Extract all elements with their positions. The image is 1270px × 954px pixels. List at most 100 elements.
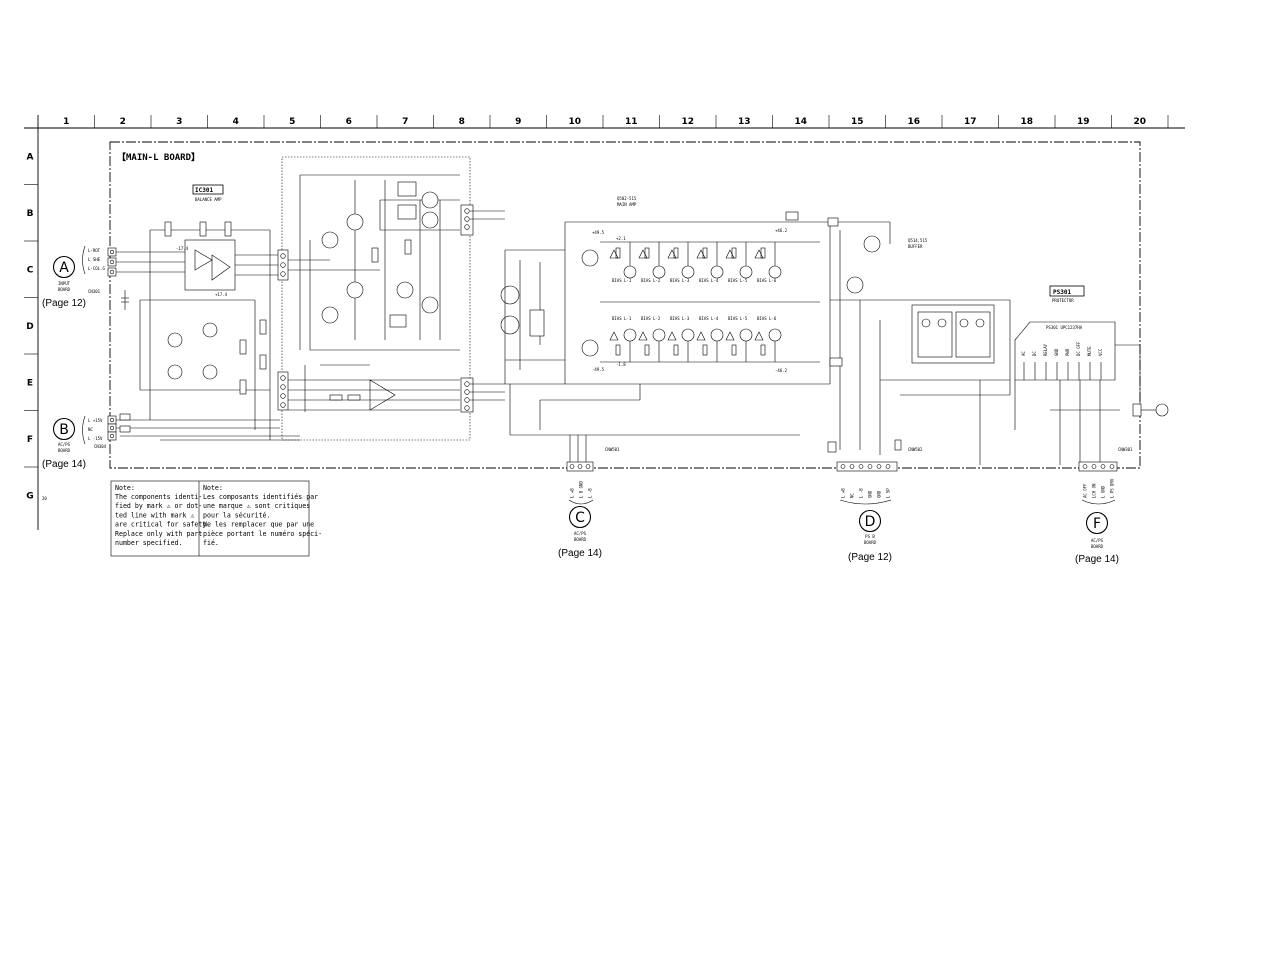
- note-fr-line: Les composants identifiés par: [203, 493, 318, 501]
- grid-col-label: 11: [625, 117, 638, 127]
- voltage-label: -17.4: [176, 246, 189, 251]
- grid-col-label: 19: [1077, 117, 1090, 127]
- grid-col-label: 12: [681, 117, 694, 127]
- voltage-label: -1.8: [616, 362, 626, 367]
- note-fr-line: fié.: [203, 539, 219, 547]
- grid-col-label: 1: [63, 117, 69, 127]
- bias-label-lower: BIAS L-5: [728, 316, 748, 321]
- connector-circle: [52, 417, 76, 441]
- voltage-label: +49.5: [592, 230, 605, 235]
- ps301-pin-label: VCC: [1098, 348, 1103, 356]
- connector-circle: [568, 505, 592, 529]
- bias-label: BIAS L-1: [612, 278, 632, 283]
- ps301-pin-label: DC: [1032, 351, 1037, 356]
- safety-dotted-region: [281, 156, 471, 441]
- board-outline: [109, 141, 1141, 469]
- bias-label: BIAS L-2: [641, 278, 661, 283]
- grid-col-label: 4: [233, 117, 239, 127]
- connector-pin-label: GND: [868, 490, 873, 498]
- bias-label: BIAS L-4: [699, 278, 719, 283]
- q514-desc: BUFFER: [908, 244, 923, 249]
- connector-pin-label: NC: [850, 493, 855, 498]
- bottom-pin-headers: [566, 461, 1118, 472]
- connector-letter: A: [59, 260, 69, 276]
- voltage-label: +17.4: [215, 292, 228, 297]
- ic301-block: IC301 BALANCE AMP: [184, 184, 236, 291]
- grid-row-label: C: [27, 265, 34, 275]
- bias-label-lower: BIAS L-4: [699, 316, 719, 321]
- grid-col-label: 3: [176, 117, 182, 127]
- note-fr-line: Ne les remplacer que par une: [203, 521, 314, 529]
- connector-page-ref: (Page 14): [558, 548, 602, 559]
- grid-col-label: 13: [738, 117, 751, 127]
- connector-circle: [1085, 511, 1109, 535]
- bias-label: BIAS L-3: [670, 278, 690, 283]
- connector-board-line1: PS B: [865, 534, 875, 539]
- grid-row-label: E: [27, 378, 33, 388]
- connector-page-ref: (Page 12): [42, 298, 86, 309]
- connector-pin-label: AC OFF: [1083, 483, 1088, 498]
- grid-col-label: 14: [794, 117, 807, 127]
- ps301-pin-label: DC OFF: [1076, 341, 1081, 356]
- connector-pin-label: L -15V: [88, 436, 103, 441]
- grid-col-label: 6: [346, 117, 352, 127]
- voltage-label: +46.2: [775, 228, 788, 233]
- bias-label: BIAS L-5: [728, 278, 748, 283]
- grid-col-label: 5: [289, 117, 295, 127]
- grid-col-label: 16: [907, 117, 920, 127]
- connector-ref: CN304: [94, 444, 107, 449]
- connector-circle: [52, 255, 76, 279]
- note-fr-line: pièce portant le numéro spéci-: [203, 530, 322, 538]
- connector-page-ref: (Page 14): [42, 459, 86, 470]
- note-fr-line: pour la sécurité.: [203, 511, 271, 519]
- note-fr-line: une marque ⚠ sont critiques: [203, 502, 310, 510]
- connector-pin-label: L-ROT: [88, 248, 101, 253]
- connector-board-line1: AC/PS: [574, 531, 587, 536]
- ps301-part: PS301 UPC1237HA: [1046, 325, 1083, 330]
- connector-board-line2: BOARD: [1091, 544, 1104, 549]
- note-en-line: Replace only with part: [115, 530, 202, 538]
- connector-pin-label: L +B: [841, 488, 846, 498]
- voltage-label: -49.5: [592, 367, 605, 372]
- bias-label: BIAS L-6: [757, 278, 777, 283]
- connector-pin-label: L +B: [570, 488, 575, 498]
- connector-page-ref: (Page 12): [848, 552, 892, 563]
- bias-label-lower: BIAS L-6: [757, 316, 777, 321]
- ps301-ref: PS301: [1053, 289, 1071, 296]
- grid-col-label: 15: [851, 117, 864, 127]
- connector-pin-label: L B GND: [579, 481, 584, 498]
- grid-col-label: 18: [1020, 117, 1033, 127]
- ic301-desc: BALANCE AMP: [195, 197, 222, 202]
- grid-col-label: 17: [964, 117, 977, 127]
- connector-pin-label: L -B: [859, 488, 864, 498]
- board-title: 【MAIN-L BOARD】: [117, 152, 200, 163]
- connector-board-line2: BOARD: [58, 287, 71, 292]
- connector-board-line2: BOARD: [864, 540, 877, 545]
- left-wiring: [110, 221, 300, 441]
- connector-board-line1: AC/PS: [58, 442, 71, 447]
- buffer-block: Q514,515 BUFFER: [785, 211, 928, 453]
- connector-letter: F: [1093, 516, 1101, 532]
- q502-ref: Q502-515: [617, 196, 637, 201]
- connector-letter: C: [575, 510, 585, 526]
- ps301-pin-label: RELAY: [1043, 343, 1048, 356]
- connector-pin-label: L +15V: [88, 418, 103, 423]
- connector-circle: [858, 509, 882, 533]
- connector-letter: D: [865, 514, 876, 530]
- grid-row-label: B: [27, 209, 34, 219]
- center-left-wiring: [277, 174, 505, 413]
- connector-pin-label: NC: [88, 427, 93, 432]
- connector-page-ref: (Page 14): [1075, 554, 1119, 565]
- grid-col-label: 8: [459, 117, 465, 127]
- connector-pin-label: L GND: [1101, 485, 1106, 498]
- connector-pin-label: LCH ON: [1092, 483, 1097, 498]
- grid-row-label: G: [26, 491, 33, 501]
